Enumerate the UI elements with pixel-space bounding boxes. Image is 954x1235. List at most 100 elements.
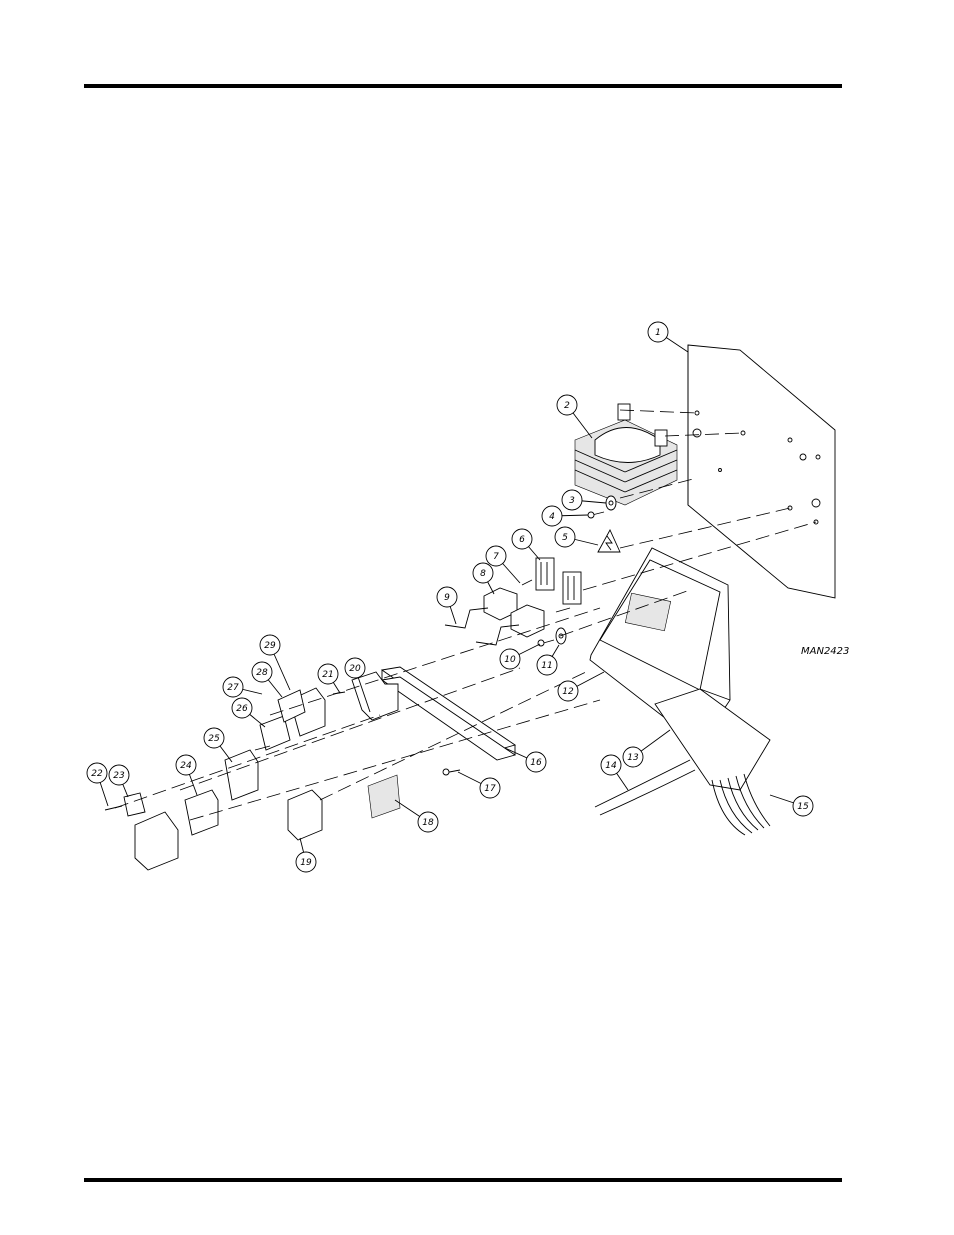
callout-circle — [417, 811, 439, 833]
callout-15: 15 — [769, 794, 814, 817]
callout-circle — [472, 562, 494, 584]
callout-circle — [295, 851, 317, 873]
callout-circle — [86, 762, 108, 784]
callout-18: 18 — [394, 799, 439, 833]
callout-circle — [792, 795, 814, 817]
callout-label: 25 — [208, 734, 220, 744]
warning-label-part — [597, 528, 621, 553]
callout-label: 15 — [797, 802, 809, 812]
callout-3: 3 — [561, 489, 607, 511]
drawing-code: MAN2423 — [801, 646, 849, 657]
top-rule — [84, 84, 842, 88]
callout-circle — [557, 680, 579, 702]
bottom-rule — [84, 1178, 842, 1182]
callout-label: 12 — [562, 687, 574, 697]
callout-label: 14 — [605, 761, 617, 771]
callout-8: 8 — [472, 562, 495, 595]
screw-part — [442, 768, 461, 776]
callout-10: 10 — [499, 643, 541, 670]
callout-26: 26 — [231, 697, 266, 728]
callout-label: 22 — [91, 769, 103, 779]
callout-circle — [600, 754, 622, 776]
callout-circle — [556, 394, 578, 416]
callout-20: 20 — [344, 657, 371, 713]
callout-circle — [259, 634, 281, 656]
callout-label: 24 — [180, 761, 192, 771]
mounting-panel-part — [687, 344, 836, 599]
callout-4: 4 — [541, 505, 589, 527]
callout-label: 7 — [493, 552, 499, 562]
callout-label: 9 — [444, 593, 450, 603]
callout-13: 13 — [622, 729, 671, 768]
callout-1: 1 — [647, 321, 689, 353]
callout-label: 20 — [349, 664, 361, 674]
screw-part — [587, 511, 605, 519]
callout-label: 19 — [300, 858, 312, 868]
callout-12: 12 — [557, 671, 605, 702]
callout-circle — [317, 663, 339, 685]
callout-6: 6 — [511, 528, 541, 561]
callout-label: 1 — [655, 328, 661, 338]
callout-label: 5 — [562, 533, 568, 543]
callout-label: 4 — [549, 512, 555, 522]
callout-circle — [499, 648, 521, 670]
callout-28: 28 — [251, 661, 283, 698]
callout-label: 2 — [564, 401, 570, 411]
callout-circle — [622, 746, 644, 768]
callout-circle — [511, 528, 533, 550]
callout-label: 10 — [504, 655, 516, 665]
callout-label: 11 — [541, 661, 552, 671]
callout-circle — [561, 489, 583, 511]
callout-label: 8 — [480, 569, 486, 579]
callout-label: 29 — [264, 641, 276, 651]
callout-label: 16 — [530, 758, 542, 768]
screw-part — [521, 579, 571, 613]
callout-circle — [108, 764, 130, 786]
callout-circle — [222, 676, 244, 698]
callout-circle — [251, 661, 273, 683]
callout-16: 16 — [504, 747, 547, 773]
relay-part — [483, 587, 545, 638]
callout-label: 21 — [322, 670, 333, 680]
callout-14: 14 — [600, 754, 629, 791]
callout-24: 24 — [175, 754, 198, 796]
callout-circle — [344, 657, 366, 679]
callout-label: 6 — [519, 535, 525, 545]
callout-25: 25 — [203, 727, 233, 763]
callout-circle — [436, 586, 458, 608]
callout-5: 5 — [554, 526, 599, 548]
enclosure-part — [589, 547, 771, 791]
callout-circle — [479, 777, 501, 799]
power-cord-part — [594, 759, 696, 816]
callout-19: 19 — [295, 837, 317, 873]
din-rail-part — [380, 666, 517, 761]
callout-circle — [647, 321, 669, 343]
callout-circle — [525, 751, 547, 773]
end-plate-part — [367, 774, 401, 819]
callout-29: 29 — [259, 634, 291, 691]
callout-27: 27 — [222, 676, 263, 698]
callout-circle — [485, 545, 507, 567]
callout-22: 22 — [86, 762, 109, 807]
callout-label: 17 — [484, 784, 496, 794]
callout-7: 7 — [485, 545, 521, 584]
callout-circle — [203, 727, 225, 749]
callout-circle — [231, 697, 253, 719]
terminal-block-part — [535, 557, 582, 605]
callout-21: 21 — [317, 663, 341, 694]
bracket-part — [444, 607, 520, 646]
callout-2: 2 — [556, 394, 593, 439]
callout-circle — [541, 505, 563, 527]
callout-label: 13 — [627, 753, 639, 763]
callout-label: 3 — [569, 496, 575, 506]
callout-label: 26 — [236, 704, 248, 714]
washer-part — [605, 495, 617, 511]
wire-leads-part — [711, 773, 771, 836]
transformer-part — [574, 403, 678, 506]
callout-label: 27 — [227, 683, 239, 693]
callout-11: 11 — [536, 644, 560, 676]
callout-17: 17 — [457, 771, 501, 799]
callout-circle — [554, 526, 576, 548]
callout-circle — [536, 654, 558, 676]
